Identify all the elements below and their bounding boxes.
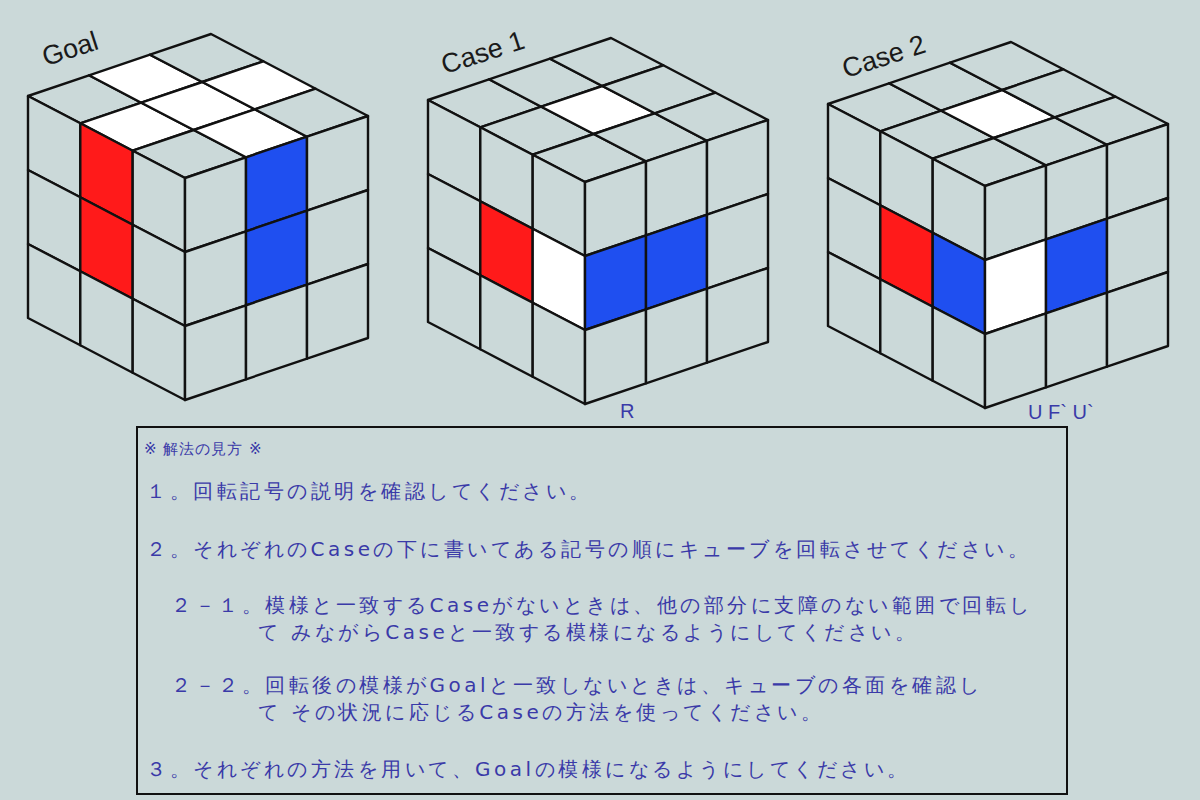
cube-left-sticker	[828, 252, 880, 353]
box-heading: ※ 解法の見方 ※	[144, 436, 544, 463]
instruction-text: ２－２。回転後の模様がGoalと一致しないときは、キューブの各面を確認して その…	[258, 672, 1003, 726]
cube-left-sticker	[480, 275, 532, 376]
cube-left-sticker	[428, 248, 480, 349]
cube-right-sticker	[707, 268, 768, 363]
cube-right-sticker	[1107, 272, 1168, 367]
cube-left-sticker	[28, 244, 80, 345]
cube-right-sticker	[246, 285, 307, 380]
cube-right-sticker	[646, 289, 707, 384]
cube-right-sticker	[307, 264, 368, 359]
cube-left-sticker	[933, 307, 985, 408]
instruction-text: ３。それぞれの方法を用いて、Goalの模様になるようにしてください。	[146, 756, 1051, 783]
cube-right-sticker	[585, 309, 646, 404]
cube-right-sticker	[1046, 293, 1107, 388]
cube-left-sticker	[133, 299, 185, 400]
cube-left-sticker	[880, 279, 932, 380]
instruction-text: ２。それぞれのCaseの下に書いてある記号の順にキューブを回転させてください。	[146, 536, 1056, 563]
instruction-text: ２－１。模様と一致するCaseがないときは、他の部分に支障のない範囲で回転して …	[258, 592, 1038, 646]
move-notation: U F` U`	[1028, 401, 1094, 424]
cube-title: Goal	[38, 26, 102, 73]
cube-left-sticker	[533, 303, 585, 404]
cube-right-sticker	[985, 313, 1046, 408]
move-notation: R	[620, 400, 634, 423]
cube-left-sticker	[80, 271, 132, 372]
instruction-box: ※ 解法の見方 ※ １。回転記号の説明を確認してください。 ２。それぞれのCaseの…	[136, 426, 1068, 795]
cube-right-sticker	[185, 305, 246, 400]
instruction-text: １。回転記号の説明を確認してください。	[146, 478, 1051, 505]
